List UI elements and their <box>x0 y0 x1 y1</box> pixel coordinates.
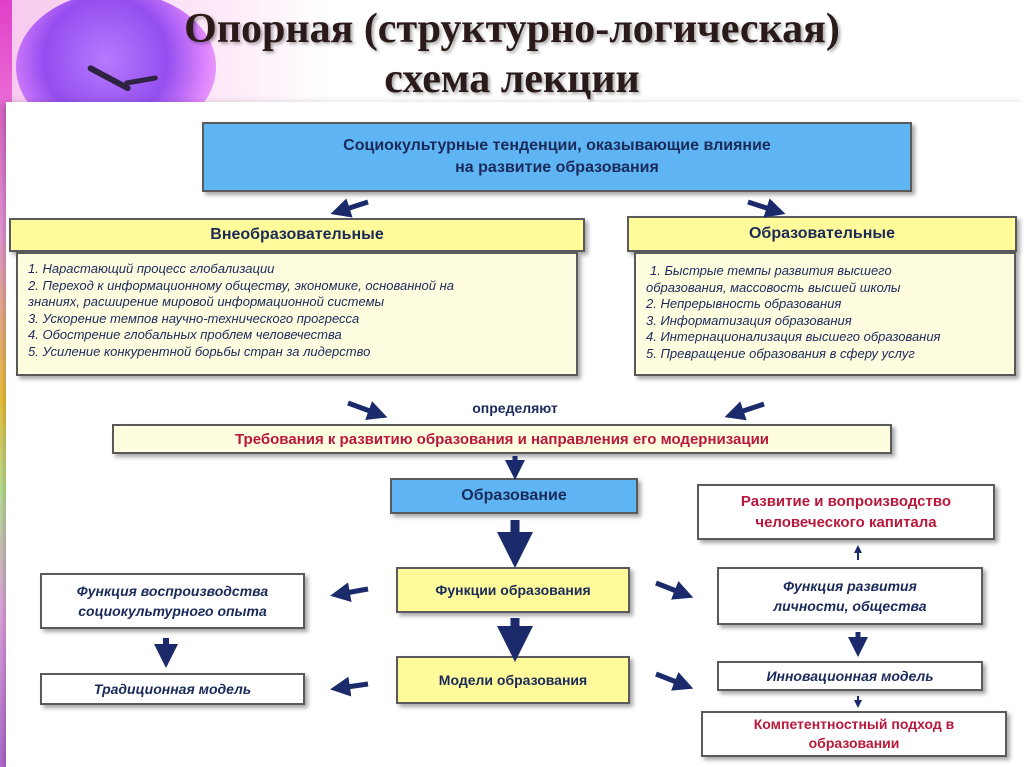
functions-box: Функции образования <box>396 567 630 613</box>
list-item: 4. Интернационализация высшего образован… <box>646 329 941 344</box>
traditional-model-box: Традиционная модель <box>40 673 305 705</box>
non-educational-header-label: Внеобразовательные <box>210 226 384 243</box>
innovation-model-box: Инновационная модель <box>717 661 983 691</box>
list-item: 5. Усиление конкурентной борьбы стран за… <box>28 343 371 359</box>
competence-line2: образовании <box>808 735 900 751</box>
list-item: 1. Быстрые темпы развития высшего <box>650 263 892 278</box>
human-capital-box: Развитие и вопроизводство человеческого … <box>697 484 995 540</box>
reproduction-function-box: Функция воспроизводства социокультурного… <box>40 573 305 629</box>
sociocultural-trends-line2: на развитие образования <box>455 159 659 176</box>
slide-title-line1: Опорная (структурно-логическая) <box>184 6 840 52</box>
list-item: 3. Ускорение темпов научно-технического … <box>28 310 360 326</box>
functions-label: Функции образования <box>435 582 591 598</box>
non-educational-header: Внеобразовательные <box>9 218 585 252</box>
list-item: знаниях, расширение мировой информационн… <box>28 294 385 309</box>
development-function-line1: Функция развития <box>783 578 917 594</box>
list-item: 1. Нарастающий процесс глобализации <box>28 261 275 276</box>
human-capital-line1: Развитие и вопроизводство <box>740 493 952 510</box>
human-capital-line2: человеческого капитала <box>755 514 937 531</box>
models-label: Модели образования <box>438 672 588 688</box>
development-function-line2: личности, общества <box>773 598 927 614</box>
competence-line1: Компетентностный подход в <box>753 716 955 732</box>
list-item: 2. Переход к информационному обществу, э… <box>28 277 454 293</box>
development-function-box: Функция развития личности, общества <box>717 567 983 625</box>
list-item: 4. Обострение глобальных проблем человеч… <box>28 327 342 342</box>
traditional-model-label: Традиционная модель <box>93 681 252 697</box>
models-box: Модели образования <box>396 656 630 704</box>
competence-box: Компетентностный подход в образовании <box>701 711 1007 757</box>
slide-title: Опорная (структурно-логическая) схема ле… <box>0 4 1024 104</box>
list-item: 2. Непрерывность образования <box>646 296 842 311</box>
reproduction-function-line2: социокультурного опыта <box>78 603 267 619</box>
educational-header-label: Образовательные <box>748 225 895 242</box>
determine-label: определяют <box>472 400 558 416</box>
education-box: Образование <box>390 478 638 514</box>
innovation-model-label: Инновационная модель <box>766 668 934 684</box>
list-item: 5. Превращение образования в сферу услуг <box>646 345 915 361</box>
list-item: образования, массовость высшей школы <box>646 279 901 295</box>
requirements-box: Требования к развитию образования и напр… <box>112 424 892 454</box>
sociocultural-trends-box: Социокультурные тенденции, оказывающие в… <box>202 122 912 192</box>
requirements-label: Требования к развитию образования и напр… <box>234 430 770 448</box>
education-label: Образование <box>461 487 567 504</box>
slide-title-line2: схема лекции <box>384 56 640 102</box>
non-educational-list: 1. Нарастающий процесс глобализации 2. П… <box>16 252 578 376</box>
educational-list: 1. Быстрые темпы развития высшего образо… <box>634 252 1016 376</box>
reproduction-function-line1: Функция воспроизводства <box>76 583 269 599</box>
educational-header: Образовательные <box>627 216 1017 252</box>
list-item: 3. Информатизация образования <box>646 312 852 328</box>
sociocultural-trends-line1: Социокультурные тенденции, оказывающие в… <box>343 137 771 154</box>
